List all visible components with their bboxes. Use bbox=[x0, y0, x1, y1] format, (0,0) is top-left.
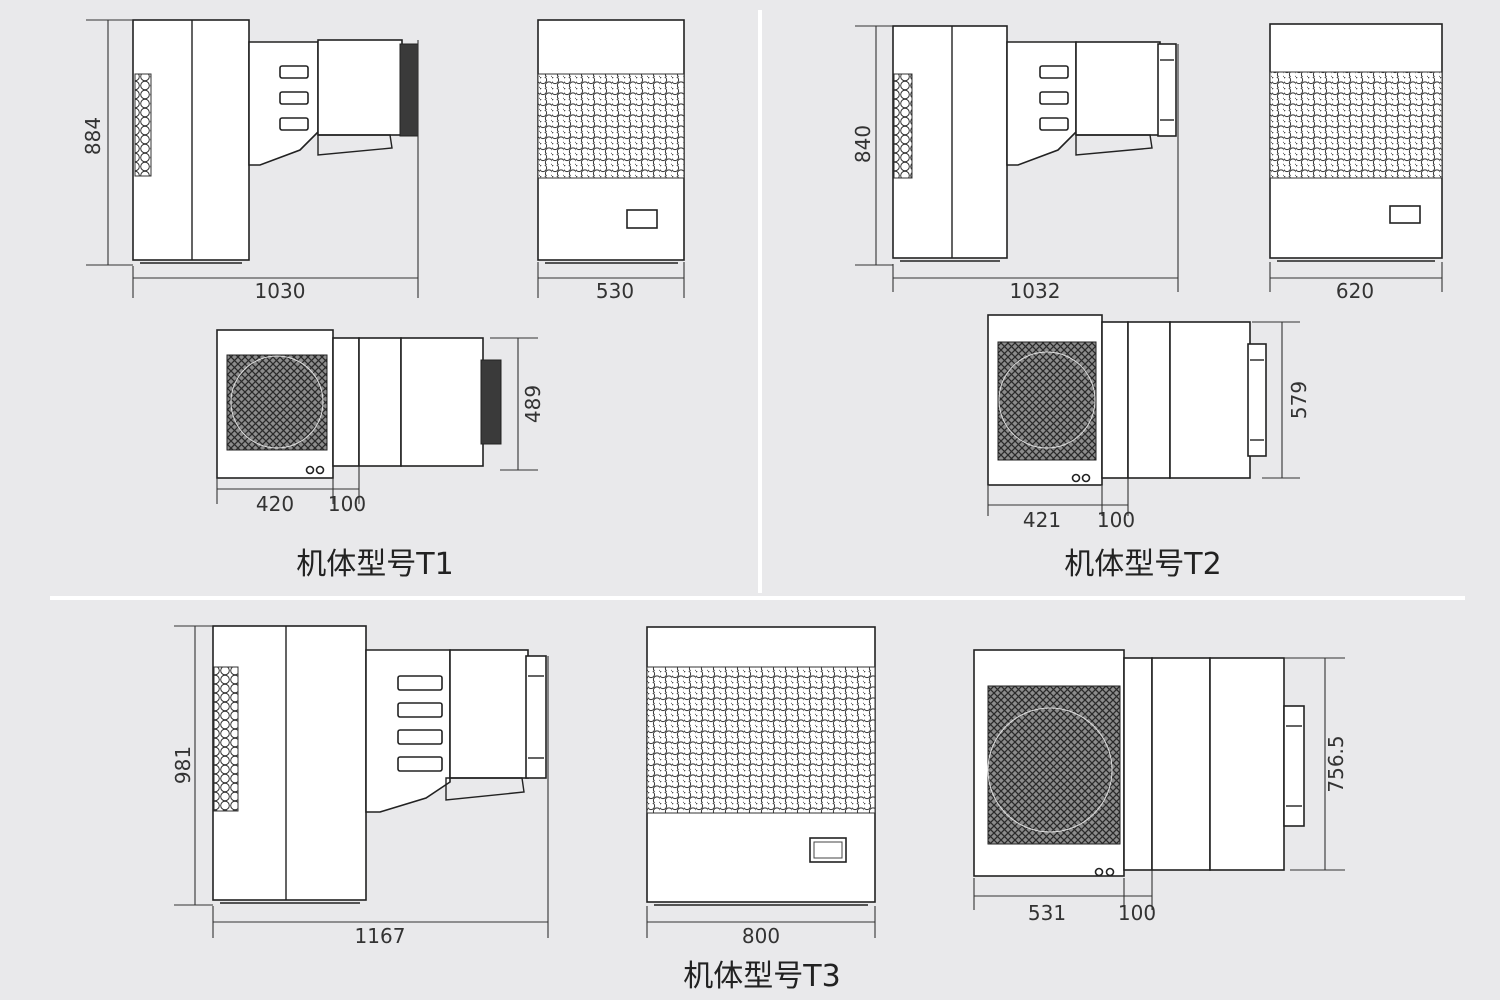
t3-top-depth-label: 756.5 bbox=[1324, 735, 1348, 792]
t3-side-width-label: 1167 bbox=[355, 924, 406, 948]
t1-side-width-dimension: 1030 bbox=[132, 40, 419, 303]
t3-top-view bbox=[973, 649, 1305, 877]
model-t1-drawings: 884 1030 530 bbox=[81, 19, 685, 582]
t2-top-view bbox=[987, 314, 1267, 486]
t1-front-view bbox=[537, 19, 685, 264]
t2-caption: 机体型号T2 bbox=[1064, 547, 1221, 582]
t3-front-width-dimension: 800 bbox=[646, 906, 876, 948]
t3-front-width-label: 800 bbox=[742, 924, 780, 948]
t1-side-view bbox=[132, 19, 419, 264]
t3-side-height-dimension: 981 bbox=[171, 625, 213, 906]
t2-side-height-dimension: 840 bbox=[851, 25, 893, 266]
t1-top-depth-label: 489 bbox=[521, 385, 545, 423]
t2-top-depth-dimension: 579 bbox=[1252, 321, 1311, 479]
t3-front-view bbox=[646, 626, 876, 906]
t1-front-width-dimension: 530 bbox=[537, 262, 685, 303]
t1-side-height-label: 884 bbox=[81, 117, 105, 155]
t2-top-width-label: 421 bbox=[1023, 508, 1061, 532]
t2-top-depth-label: 579 bbox=[1287, 381, 1311, 419]
t2-side-width-label: 1032 bbox=[1010, 279, 1061, 303]
t3-top-width-dimension: 531 100 bbox=[973, 870, 1156, 925]
t3-side-width-dimension: 1167 bbox=[212, 656, 549, 948]
t1-side-width-label: 1030 bbox=[255, 279, 306, 303]
t1-front-width-label: 530 bbox=[596, 279, 634, 303]
t2-front-width-label: 620 bbox=[1336, 279, 1374, 303]
t3-top-width-label: 531 bbox=[1028, 901, 1066, 925]
t3-caption: 机体型号T3 bbox=[683, 959, 840, 994]
t2-front-width-dimension: 620 bbox=[1269, 262, 1443, 303]
t1-caption: 机体型号T1 bbox=[296, 547, 453, 582]
t2-side-width-dimension: 1032 bbox=[892, 44, 1179, 303]
t1-top-width-dimension: 420 100 bbox=[216, 466, 366, 516]
t1-top-offset-label: 100 bbox=[328, 492, 366, 516]
t1-top-view bbox=[216, 329, 502, 479]
t2-side-height-label: 840 bbox=[851, 125, 875, 163]
t2-front-view bbox=[1269, 23, 1443, 262]
t3-side-height-label: 981 bbox=[171, 746, 195, 784]
t1-top-width-label: 420 bbox=[256, 492, 294, 516]
t3-side-view bbox=[212, 625, 547, 904]
t3-top-offset-label: 100 bbox=[1118, 901, 1156, 925]
t3-top-depth-dimension: 756.5 bbox=[1284, 657, 1348, 871]
t1-side-height-dimension: 884 bbox=[81, 19, 133, 266]
t1-top-depth-dimension: 489 bbox=[490, 337, 545, 471]
model-t2-drawings: 840 1032 620 bbox=[851, 23, 1443, 582]
t2-side-view bbox=[892, 25, 1177, 262]
t2-top-width-dimension: 421 100 bbox=[987, 478, 1135, 532]
t2-top-offset-label: 100 bbox=[1097, 508, 1135, 532]
model-t3-drawings: 981 1167 800 bbox=[171, 625, 1348, 994]
